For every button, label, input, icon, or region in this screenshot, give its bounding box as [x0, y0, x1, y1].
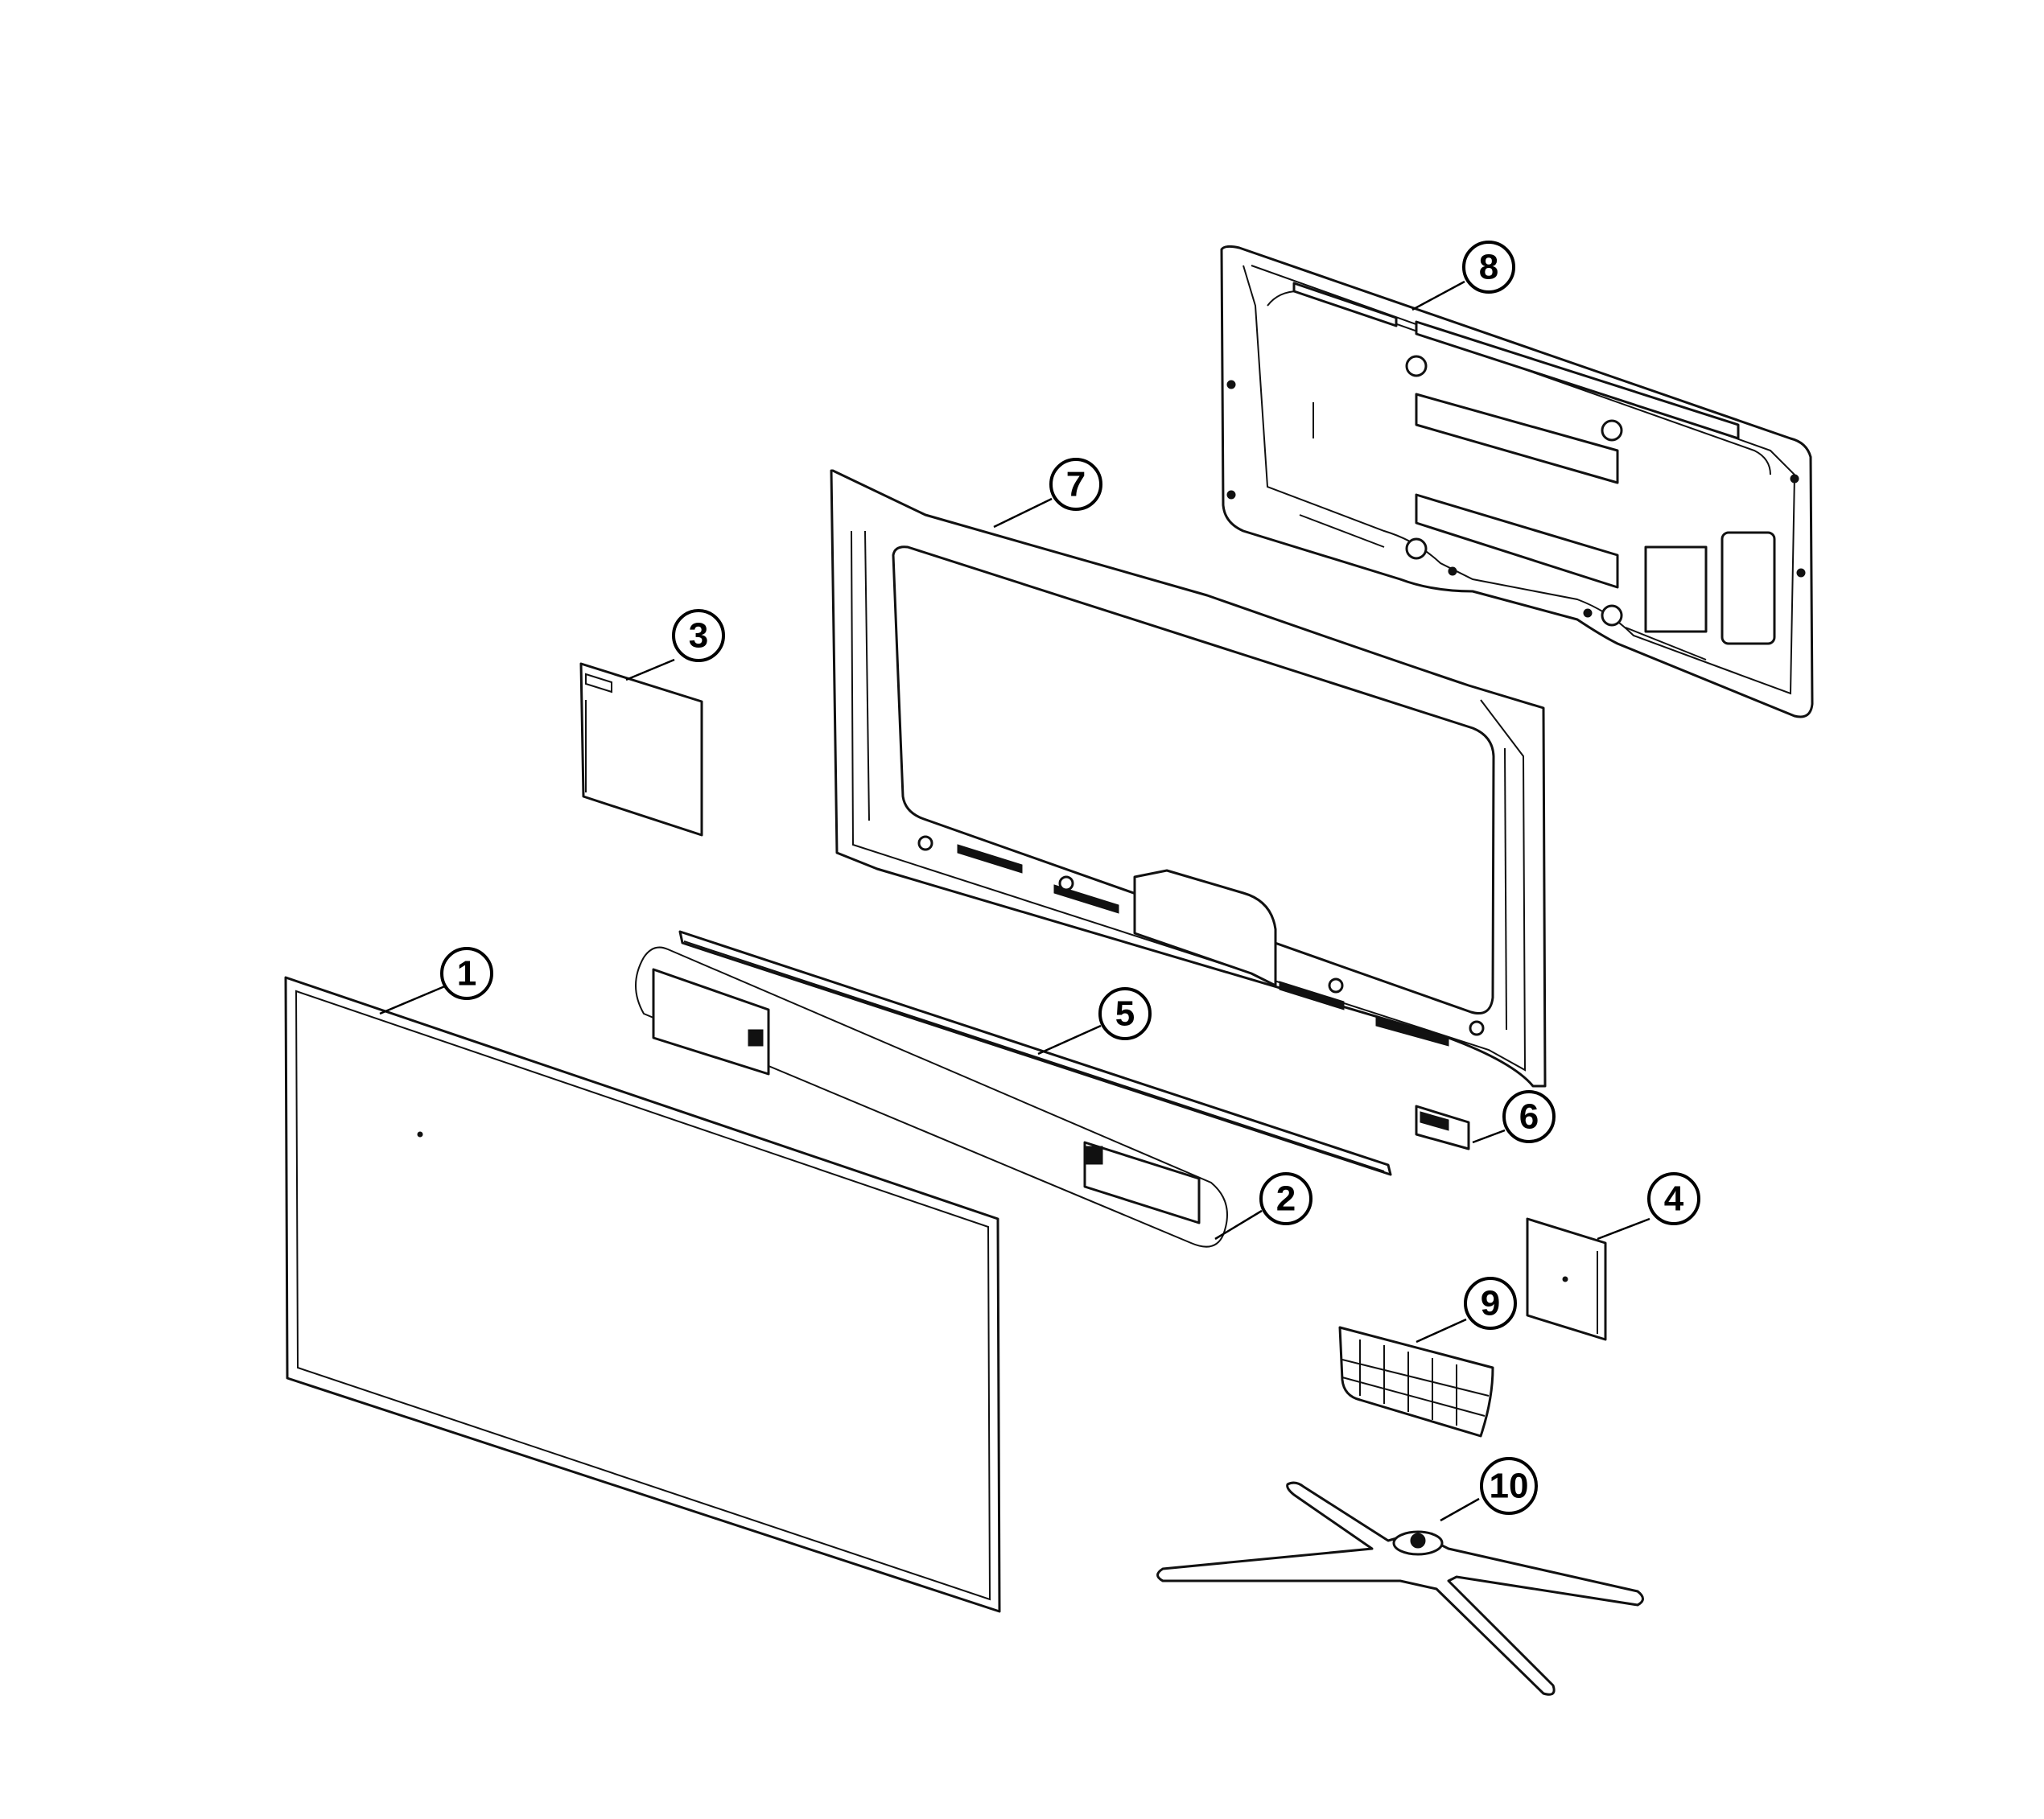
- callout-8-label: 8: [1479, 248, 1498, 287]
- callout-2-circle: [1259, 1172, 1313, 1225]
- callout-4: 4: [1647, 1172, 1700, 1225]
- callout-2-label: 2: [1276, 1179, 1296, 1219]
- part-4-board: [1526, 1217, 1607, 1341]
- leader-lines: [379, 280, 1650, 1522]
- callout-8-circle: [1462, 241, 1515, 294]
- callout-1: 1: [440, 947, 493, 1000]
- callout-7-label: 7: [1066, 465, 1086, 504]
- part-9-stand-neck: [1338, 1326, 1494, 1438]
- callout-8: 8: [1462, 241, 1515, 294]
- part-8-back-cover: [1220, 245, 1814, 718]
- callout-3-circle: [672, 609, 725, 662]
- part-5-bar: [678, 930, 1392, 1176]
- callout-9-circle: [1464, 1277, 1517, 1330]
- callout-5: 5: [1098, 987, 1152, 1040]
- callout-4-label: 4: [1664, 1179, 1684, 1219]
- callout-10: 10: [1480, 1457, 1538, 1515]
- callout-1-circle: [440, 947, 493, 1000]
- part-3-main-board: [579, 662, 703, 837]
- callout-4-circle: [1647, 1172, 1700, 1225]
- part-2-speakers: [635, 946, 1228, 1248]
- callout-7: 7: [1049, 458, 1102, 511]
- callout-9: 9: [1464, 1277, 1517, 1330]
- callout-6: 6: [1502, 1090, 1556, 1143]
- callout-10-label: 10: [1490, 1467, 1529, 1506]
- callout-3-label: 3: [689, 616, 708, 656]
- callout-1-label: 1: [457, 954, 476, 994]
- part-6-bracket: [1415, 1105, 1470, 1150]
- callout-9-label: 9: [1481, 1284, 1500, 1323]
- part-10-stand-base: [1156, 1481, 1644, 1696]
- callout-7-circle: [1049, 458, 1102, 511]
- callout-3: 3: [672, 609, 725, 662]
- part-1-panel: [284, 976, 1001, 1613]
- callout-10-circle: [1480, 1457, 1538, 1515]
- callout-5-circle: [1098, 987, 1152, 1040]
- callout-6-label: 6: [1519, 1097, 1539, 1137]
- part-7-middle-frame: [830, 469, 1547, 1088]
- callout-5-label: 5: [1115, 994, 1135, 1034]
- callout-2: 2: [1259, 1172, 1313, 1225]
- callout-6-circle: [1502, 1090, 1556, 1143]
